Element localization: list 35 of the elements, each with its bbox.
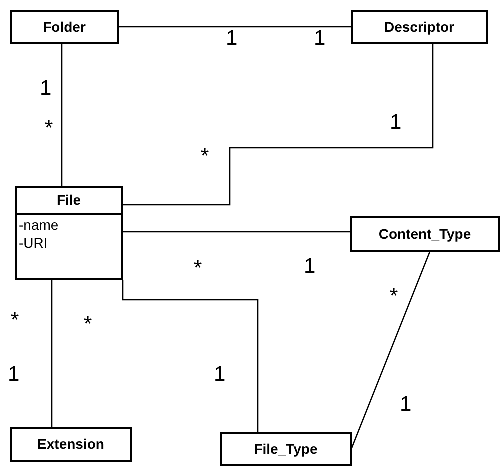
association-line (123, 44, 434, 206)
class-box (15, 186, 123, 280)
association-line (123, 231, 350, 233)
class-box (10, 10, 119, 44)
class-box (10, 427, 132, 462)
attribute-text: -URI (19, 234, 49, 252)
class-box (351, 10, 488, 44)
association-line (351, 252, 431, 448)
multiplicity-label: * (201, 146, 210, 167)
class-name: Folder (43, 18, 86, 36)
association-line (122, 280, 259, 432)
multiplicity-label: * (45, 118, 54, 139)
attribute-text: -name (19, 216, 60, 234)
association-line (61, 44, 63, 186)
multiplicity-label: * (390, 286, 398, 307)
multiplicity-label: 1 (40, 78, 52, 99)
association-line (51, 280, 53, 427)
class-name: Descriptor (384, 18, 455, 37)
association-line (119, 26, 351, 28)
multiplicity-label: 1 (390, 112, 402, 133)
multiplicity-label: 1 (314, 28, 326, 49)
multiplicity-label: 1 (226, 28, 238, 49)
multiplicity-label: 1 (400, 394, 412, 415)
class-name: File_Type (254, 440, 318, 459)
multiplicity-label: * (84, 314, 92, 335)
multiplicity-label: * (194, 258, 202, 279)
class-box (350, 216, 500, 252)
multiplicity-label: * (11, 310, 20, 331)
class-name: File (56, 191, 82, 210)
class-box (220, 432, 352, 466)
class-name: Content_Type (378, 224, 472, 244)
class-name: Extension (38, 435, 104, 454)
multiplicity-label: 1 (304, 256, 316, 277)
multiplicity-label: 1 (214, 364, 226, 385)
multiplicity-label: 1 (8, 364, 20, 385)
